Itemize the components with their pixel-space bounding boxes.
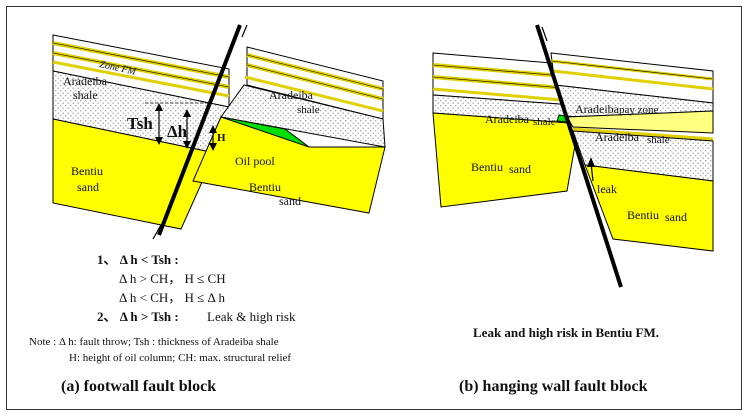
condition-1b: Δ h < CH， H ≤ Δ h	[119, 290, 225, 305]
tsh-label: Tsh	[127, 114, 153, 133]
hanging-block-right	[192, 46, 386, 214]
pay-zone-label: pay zone	[619, 104, 659, 116]
shale-label-left: shale	[73, 88, 98, 102]
figure: Zone FM Aradeiba shale Aradeiba shale Ts…	[6, 6, 742, 410]
sand-label-left: sand	[77, 180, 99, 194]
condition-2-result: Leak & high risk	[207, 309, 296, 324]
panel-b-summary: Leak and high risk in Bentiu FM.	[473, 325, 659, 340]
panel-a: Zone FM Aradeiba shale Aradeiba shale Ts…	[29, 24, 386, 395]
shale-label-right: shale	[297, 104, 320, 116]
note-line-1: Note : Δ h: fault throw; Tsh : thickness…	[29, 336, 279, 348]
bentiu-sand-left-b	[432, 112, 576, 208]
caption-b: (b) hanging wall fault block	[459, 378, 648, 395]
h-label: H	[217, 132, 226, 144]
dh-dimension	[183, 109, 191, 149]
oil-pool-label: Oil pool	[235, 154, 275, 168]
h-dimension	[209, 125, 217, 151]
note-line-2: H: height of oil column; CH: max. struct…	[69, 352, 291, 364]
bentiu-label-left: Bentiu	[71, 164, 103, 178]
aradeiba-label-right: Aradeiba	[269, 88, 314, 102]
footwall-block-left	[52, 34, 230, 230]
aradeiba-label-left: Aradeiba	[63, 74, 108, 88]
aradeiba-label-top-b: Aradeiba	[575, 102, 620, 116]
fault-diagram: Zone FM Aradeiba shale Aradeiba shale Ts…	[29, 24, 714, 395]
aradeiba-label-left-b: Aradeiba	[485, 112, 530, 126]
shale-label-left-b: shale	[533, 116, 556, 128]
fault-line-b	[535, 24, 623, 288]
leak-arrow	[587, 157, 595, 182]
bentiu-sand-left	[52, 118, 216, 230]
bentiu-label-right: Bentiu	[249, 180, 281, 194]
sand-label-left-b: sand	[509, 162, 531, 176]
bentiu-label-right-b: Bentiu	[627, 208, 659, 222]
sand-label-right-b: sand	[665, 210, 687, 224]
fault-line-a	[157, 24, 242, 236]
dh-label: Δh	[167, 122, 188, 141]
condition-2: 2、 Δ h > Tsh :	[97, 309, 179, 324]
caption-a: (a) footwall fault block	[61, 378, 216, 395]
left-block-b	[432, 52, 576, 208]
panel-b: Aradeiba pay zone Aradeiba shale Aradeib…	[432, 24, 714, 395]
aradeiba-label-right-b: Aradeiba	[595, 130, 640, 144]
leak-label: leak	[597, 182, 617, 196]
shale-label-right-b: shale	[647, 134, 670, 146]
right-block-b	[550, 52, 714, 252]
condition-1: 1、 Δ h < Tsh :	[97, 252, 179, 267]
condition-1a: Δ h > CH， H ≤ CH	[119, 271, 226, 286]
bentiu-sand-right-b	[584, 164, 714, 252]
bentiu-label-left-b: Bentiu	[471, 160, 503, 174]
tsh-dimension	[145, 102, 211, 145]
sand-label-right: sand	[279, 194, 301, 208]
bentiu-sand-right	[192, 116, 386, 214]
